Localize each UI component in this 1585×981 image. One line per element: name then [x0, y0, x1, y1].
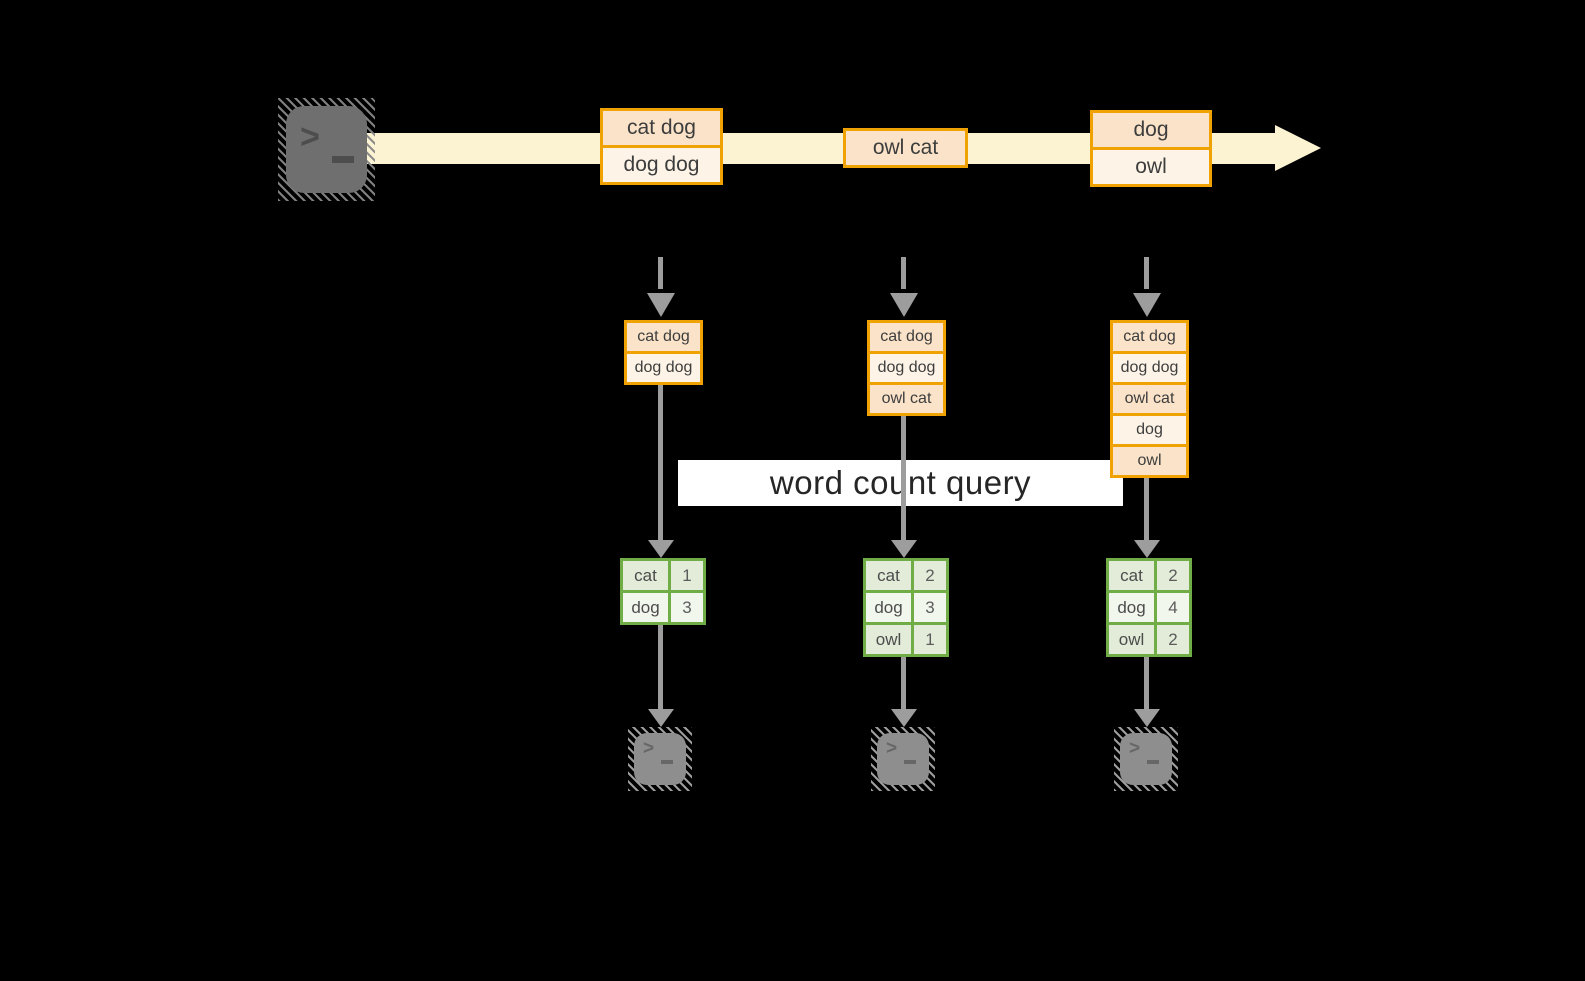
arrowhead-icon [891, 540, 917, 558]
dashed-arrow-line [658, 257, 663, 289]
word-cell: dog [623, 593, 668, 622]
record-cell: cat dog [870, 323, 943, 351]
table-row: dog 3 [623, 593, 703, 622]
word-cell: cat [1109, 561, 1154, 590]
arrow-line [658, 625, 663, 709]
stream-event-cell: dog dog [603, 148, 720, 182]
dashed-arrowhead-icon [890, 293, 918, 317]
count-cell: 4 [1157, 593, 1189, 622]
word-cell: dog [1109, 593, 1154, 622]
terminal-screen: > [877, 733, 929, 785]
cursor-icon [332, 156, 354, 163]
word-cell: dog [866, 593, 911, 622]
stream-event-cell: owl cat [846, 131, 965, 165]
table-row: owl 1 [866, 625, 946, 654]
cursor-icon [904, 760, 916, 764]
arrow-line [901, 657, 906, 709]
record-cell: dog dog [1113, 354, 1186, 382]
record-cell: cat dog [1113, 323, 1186, 351]
record-buffer-stack: cat dog dog dog [624, 320, 703, 385]
word-count-table: cat 2 dog 4 owl 2 [1106, 558, 1192, 657]
arrow-line [1144, 657, 1149, 709]
prompt-icon: > [643, 738, 655, 759]
count-cell: 2 [1157, 625, 1189, 654]
cursor-icon [661, 760, 673, 764]
count-cell: 1 [914, 625, 946, 654]
word-cell: owl [866, 625, 911, 654]
count-cell: 3 [671, 593, 703, 622]
stream-event-cell: owl [1093, 150, 1209, 184]
prompt-icon: > [886, 738, 898, 759]
table-row: cat 1 [623, 561, 703, 590]
terminal-screen: > [1120, 733, 1172, 785]
terminal-screen: > [634, 733, 686, 785]
table-row: owl 2 [1109, 625, 1189, 654]
terminal-icon: > [628, 727, 692, 791]
table-row: cat 2 [866, 561, 946, 590]
word-cell: cat [623, 561, 668, 590]
record-buffer-stack: cat dog dog dog owl cat [867, 320, 946, 416]
prompt-icon: > [300, 118, 320, 156]
arrow-line [901, 416, 906, 540]
record-cell: dog dog [627, 354, 700, 382]
count-cell: 2 [1157, 561, 1189, 590]
word-count-table: cat 1 dog 3 [620, 558, 706, 625]
query-label-band: word count query [678, 460, 1123, 506]
arrowhead-icon [1134, 540, 1160, 558]
dashed-arrow-line [901, 257, 906, 289]
record-buffer-stack: cat dog dog dog owl cat dog owl [1110, 320, 1189, 478]
record-cell: dog dog [870, 354, 943, 382]
word-cell: cat [866, 561, 911, 590]
terminal-icon: > [871, 727, 935, 791]
count-cell: 3 [914, 593, 946, 622]
arrow-line [658, 385, 663, 540]
terminal-screen: > [286, 106, 367, 193]
arrow-line [1144, 478, 1149, 540]
query-label: word count query [769, 464, 1032, 501]
cursor-icon [1147, 760, 1159, 764]
record-cell: owl [1113, 447, 1186, 475]
arrowhead-icon [1134, 709, 1160, 727]
count-cell: 2 [914, 561, 946, 590]
stream-event-box: owl cat [843, 128, 968, 168]
arrowhead-icon [648, 709, 674, 727]
dashed-arrow-line [1144, 257, 1149, 289]
stream-event-cell: dog [1093, 113, 1209, 147]
record-cell: dog [1113, 416, 1186, 444]
record-cell: owl cat [1113, 385, 1186, 413]
word-count-table: cat 2 dog 3 owl 1 [863, 558, 949, 657]
terminal-icon: > [1114, 727, 1178, 791]
table-row: dog 4 [1109, 593, 1189, 622]
count-cell: 1 [671, 561, 703, 590]
prompt-icon: > [1129, 738, 1141, 759]
record-cell: owl cat [870, 385, 943, 413]
stream-event-cell: cat dog [603, 111, 720, 145]
dashed-arrowhead-icon [647, 293, 675, 317]
record-cell: cat dog [627, 323, 700, 351]
word-cell: owl [1109, 625, 1154, 654]
table-row: cat 2 [1109, 561, 1189, 590]
terminal-icon: > [278, 98, 375, 201]
stream-arrowhead-icon [1275, 125, 1321, 171]
dashed-arrowhead-icon [1133, 293, 1161, 317]
arrowhead-icon [891, 709, 917, 727]
arrowhead-icon [648, 540, 674, 558]
table-row: dog 3 [866, 593, 946, 622]
